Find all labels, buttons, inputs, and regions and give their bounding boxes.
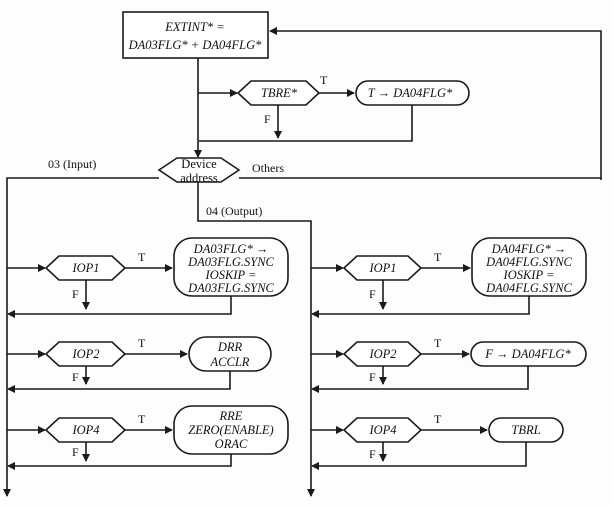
right-iop1-action-1: DA04FLG* → — [491, 242, 567, 256]
device-address-decision — [157, 157, 241, 183]
right-iop4-label: IOP4 — [368, 423, 396, 437]
left-iop4-label: IOP4 — [71, 423, 99, 437]
extint-box — [122, 11, 269, 59]
left-iop4-false-label: F — [72, 445, 79, 459]
right-iop4-false-label: F — [369, 447, 376, 461]
right-iop2-false-label: F — [369, 370, 376, 384]
left-iop1-false-label: F — [72, 287, 79, 301]
left-iop1-action-2: DA03FLG.SYNC — [187, 255, 274, 269]
right-iop2-merge-line — [311, 366, 529, 393]
right-iop2-true-label: T — [434, 336, 442, 350]
right-iop1-true-label: T — [434, 250, 442, 264]
others-branch-label: Others — [252, 161, 284, 175]
left-iop4-action-1: RRE — [219, 409, 243, 423]
left-iop2-action-2: ACCLR — [210, 355, 250, 369]
input-branch-label: 03 (Input) — [48, 157, 96, 171]
tbre-label: TBRE* — [261, 86, 298, 100]
tbre-false-label: F — [264, 112, 271, 126]
output-branch-label: 04 (Output) — [206, 204, 262, 218]
right-iop4-true-label: T — [434, 412, 442, 426]
left-iop2-label: IOP2 — [71, 347, 99, 361]
left-iop1-action-1: DA03FLG* → — [193, 242, 269, 256]
right-iop1-merge-line — [311, 296, 530, 318]
right-iop1-action-2: DA04FLG.SYNC — [485, 255, 572, 269]
extint-line2: DA03FLG* + DA04FLG* — [128, 38, 262, 52]
right-iop2-action-text: F → DA04FLG* — [484, 347, 571, 361]
others-return-line — [269, 27, 602, 180]
left-iop1-true-label: T — [138, 250, 146, 264]
right-iop1-false-label: F — [369, 287, 376, 301]
left-iop4-action-3: ORAC — [215, 437, 248, 451]
left-iop4-merge-line — [7, 454, 232, 470]
right-iop4-merge-line — [311, 442, 527, 470]
right-iop1-action-4: DA04FLG.SYNC — [485, 281, 572, 295]
left-iop1-label: IOP1 — [71, 261, 99, 275]
left-iop2-action-1: DRR — [217, 340, 243, 354]
tbre-merge-line — [199, 105, 413, 142]
left-iop2-merge-line — [7, 371, 231, 393]
device-address-line2: address — [180, 171, 218, 185]
left-iop1-action-4: DA03FLG.SYNC — [187, 281, 274, 295]
extint-line1: EXTINT* = — [164, 20, 225, 34]
left-iop2-false-label: F — [72, 370, 79, 384]
input-branch-line — [3, 177, 159, 497]
left-iop4-action-2: ZERO(ENABLE) — [188, 423, 273, 437]
left-iop1-merge-line — [7, 296, 232, 318]
tbre-action-text: T → DA04FLG* — [368, 86, 453, 100]
device-address-line1: Device — [181, 157, 217, 171]
right-iop4-action-text: TBRL — [511, 423, 540, 437]
right-iop1-action-3: IOSKIP = — [503, 268, 555, 282]
left-iop1-action-3: IOSKIP = — [205, 268, 257, 282]
right-iop1-label: IOP1 — [368, 261, 396, 275]
left-iop2-true-label: T — [138, 336, 146, 350]
right-iop2-label: IOP2 — [368, 347, 396, 361]
left-iop4-true-label: T — [138, 412, 146, 426]
tbre-true-label: T — [320, 73, 328, 87]
output-branch-line — [197, 182, 315, 497]
